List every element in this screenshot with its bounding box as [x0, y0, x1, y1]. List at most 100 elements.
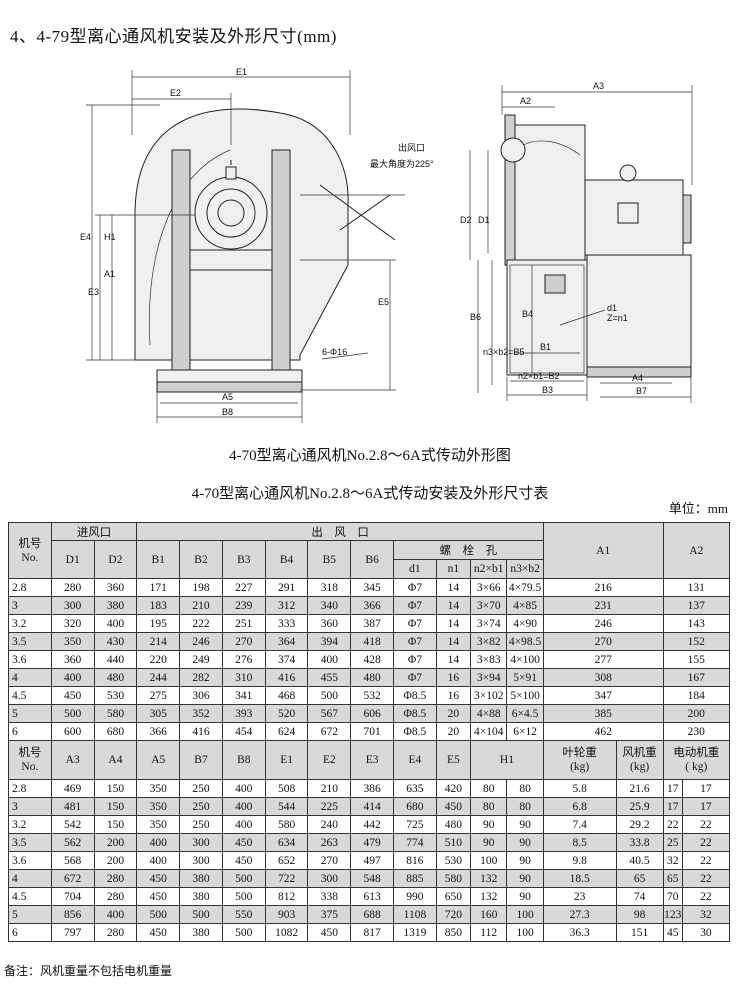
- table-cell: 225: [307, 797, 352, 816]
- table-cell: 3.6: [8, 650, 52, 669]
- table-cell: 249: [179, 650, 223, 669]
- table-cell: 17: [662, 797, 683, 816]
- table-cell: 22: [681, 887, 731, 906]
- table-cell: 7.4: [542, 815, 617, 834]
- table-cell: 4×88: [470, 704, 508, 723]
- table-cell: 210: [307, 779, 352, 798]
- table-cell: 150: [93, 797, 138, 816]
- table-cell: 400: [50, 668, 95, 687]
- dim-E1: E1: [236, 67, 247, 77]
- table-cell: 90: [506, 833, 544, 852]
- table-cell: 380: [179, 923, 223, 942]
- table-cell: 8.5: [542, 833, 617, 852]
- table-cell: 520: [264, 704, 309, 723]
- table-cell: 817: [350, 923, 395, 942]
- table-cell: Φ8.5: [393, 686, 437, 705]
- table-cell: 216: [542, 578, 664, 597]
- table-cell: 856: [50, 905, 95, 924]
- table-cell: 3×82: [470, 632, 508, 651]
- table-cell: 4: [8, 869, 52, 888]
- dim-D1: D1: [478, 215, 490, 225]
- table-cell: Φ7: [393, 668, 437, 687]
- table-cell: 90: [506, 851, 544, 870]
- table-cell: 276: [221, 650, 266, 669]
- table-cell: 300: [179, 833, 223, 852]
- table-cell: 167: [662, 668, 731, 687]
- table-cell: 350: [136, 797, 181, 816]
- table-cell: 20: [435, 722, 472, 741]
- table-cell: 416: [264, 668, 309, 687]
- table-cell: 418: [350, 632, 395, 651]
- table-cell: 244: [136, 668, 181, 687]
- table-cell: 14: [435, 632, 472, 651]
- table-cell: 3×94: [470, 668, 508, 687]
- frame-post-right: [271, 149, 291, 391]
- table-cell: 903: [264, 905, 309, 924]
- table-cell: 70: [662, 887, 683, 906]
- table-cell: 20: [435, 704, 472, 723]
- table-cell: 112: [470, 923, 508, 942]
- fan-side-view: A3 A2 D2 D1 B6 n3×b2=B5 B4 B1 n2×b1=B2 B…: [460, 81, 693, 403]
- table-cell: 17: [681, 797, 731, 816]
- page-heading: 4、4-79型离心通风机安装及外形尺寸(mm): [10, 27, 337, 46]
- col-header-d1: d1: [393, 559, 437, 579]
- table-cell: 200: [93, 833, 138, 852]
- table-cell: 5: [8, 905, 52, 924]
- table-cell: 200: [93, 851, 138, 870]
- table-cell: Φ7: [393, 596, 437, 615]
- table-cell: 23: [542, 887, 617, 906]
- table-cell: 400: [221, 797, 266, 816]
- table-cell: 80: [470, 779, 508, 798]
- dim-B4: B4: [522, 309, 533, 319]
- table-cell: 400: [93, 905, 138, 924]
- table-cell: 600: [50, 722, 95, 741]
- dim-A2: A2: [520, 96, 531, 106]
- dim-A4: A4: [632, 373, 643, 383]
- table-cell: 500: [221, 923, 266, 942]
- table-cell: 462: [542, 722, 664, 741]
- table-cell: 440: [93, 650, 138, 669]
- table-cell: 25: [662, 833, 683, 852]
- fan-housing-side: [514, 124, 586, 261]
- table-cell: 816: [393, 851, 437, 870]
- table-cell: 6×4.5: [506, 704, 544, 723]
- col-header-A4: A4: [93, 740, 138, 780]
- table-cell: 250: [179, 779, 223, 798]
- col-header-B4: B4: [264, 540, 309, 579]
- table-cell: 240: [307, 815, 352, 834]
- table-cell: 80: [506, 797, 544, 816]
- table-cell: 300: [50, 596, 95, 615]
- table-cell: 150: [93, 815, 138, 834]
- table-cell: 6×12: [506, 722, 544, 741]
- table-cell: 360: [50, 650, 95, 669]
- table-cell: 400: [93, 614, 138, 633]
- table-cell: 3×102: [470, 686, 508, 705]
- table-cell: Φ7: [393, 650, 437, 669]
- table-cell: 366: [136, 722, 181, 741]
- table-cell: 530: [435, 851, 472, 870]
- table-cell: 4: [8, 668, 52, 687]
- table-cell: 532: [350, 686, 395, 705]
- dim-B3: B3: [542, 385, 553, 395]
- table-cell: 812: [264, 887, 309, 906]
- table-cell: 990: [393, 887, 437, 906]
- table-cell: 672: [307, 722, 352, 741]
- table-cell: 548: [350, 869, 395, 888]
- table-cell: 277: [542, 650, 664, 669]
- table-cell: 3: [8, 797, 52, 816]
- col-header-D2: D2: [93, 540, 138, 579]
- col-header-E2: E2: [307, 740, 352, 780]
- table-cell: 32: [662, 851, 683, 870]
- table-cell: 3: [8, 596, 52, 615]
- table-cell: 5×91: [506, 668, 544, 687]
- table-cell: 400: [221, 779, 266, 798]
- table-cell: 306: [179, 686, 223, 705]
- table-cell: 380: [179, 869, 223, 888]
